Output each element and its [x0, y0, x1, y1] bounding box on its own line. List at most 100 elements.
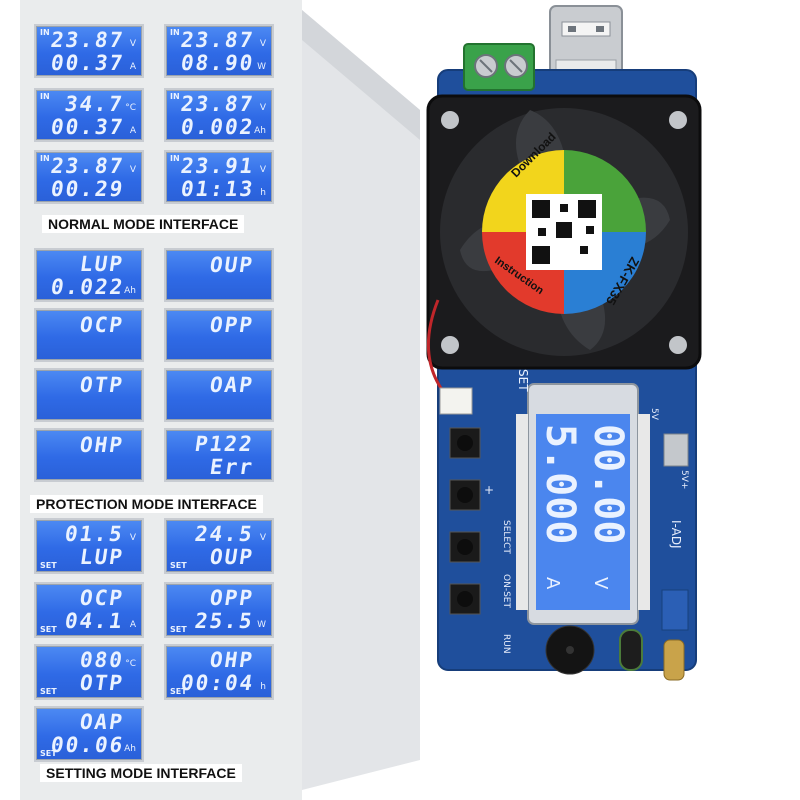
lcd-line2: LUP: [78, 545, 126, 569]
lcd-line2: OTP: [78, 671, 126, 695]
lcd-line1: OPP: [208, 586, 256, 610]
lcd-line1: OCP: [78, 586, 126, 610]
lcd-line2: 01:13: [179, 177, 256, 201]
protection-mode-label: PROTECTION MODE INTERFACE: [30, 495, 263, 513]
lcd-in-tag: IN: [170, 154, 180, 163]
device-lcd-line1: 00.00: [585, 424, 631, 544]
silk-select: SELECT: [501, 520, 511, 554]
lcd-unit1: V: [259, 165, 266, 175]
silk-5v-plus: 5V+: [679, 470, 689, 489]
tactile-buttons: [449, 427, 481, 615]
lcd-line2: 08.90: [179, 51, 256, 75]
lcd-line2: 00:04: [179, 671, 256, 695]
device-lcd-unit1: V: [590, 577, 611, 590]
pot-knob: [663, 639, 685, 681]
lcd-line1: LUP: [78, 252, 126, 276]
lcd-in-tag: IN: [170, 92, 180, 101]
lcd-set-tag: SET: [170, 687, 187, 696]
lcd-line1: OTP: [78, 373, 126, 397]
lcd-unit2: h: [260, 682, 266, 692]
lcd-line2: 0.002: [179, 115, 256, 139]
setting-lcd-5: SET 080°C OTP: [34, 644, 144, 700]
lcd-unit2: Ah: [124, 744, 136, 754]
protection-lcd-6: OAP: [164, 368, 274, 422]
lcd-line1: OPP: [208, 313, 256, 337]
screw-terminal-icon: [463, 43, 535, 91]
lcd-unit1: V: [259, 39, 266, 49]
lcd-line1: OUP: [208, 253, 256, 277]
lcd-unit2: A: [129, 126, 136, 136]
lcd-line1: OHP: [208, 648, 256, 672]
protection-lcd-7: OHP: [34, 428, 144, 482]
lcd-in-tag: IN: [40, 154, 50, 163]
protection-lcd-5: OTP: [34, 368, 144, 422]
lcd-line2: 00.29: [49, 177, 126, 201]
device-lcd-unit2: A: [542, 577, 563, 590]
lcd-line1: 23.87: [49, 28, 126, 52]
lcd-set-tag: SET: [40, 687, 57, 696]
lcd-line1: P122: [193, 432, 256, 456]
silk-run: RUN: [501, 634, 511, 654]
lcd-line2: 04.1: [63, 609, 126, 633]
silk-on-set: ON-SET: [501, 574, 511, 608]
lcd-line2: 00.06: [49, 733, 126, 757]
protection-lcd-3: OCP: [34, 308, 144, 362]
lcd-unit1: °C: [125, 103, 136, 113]
device-lcd-line2: 5.000: [537, 424, 583, 544]
lcd-set-tag: SET: [170, 625, 187, 634]
potentiometer-icon: [661, 589, 689, 631]
lcd-line1: OCP: [78, 313, 126, 337]
protection-lcd-2: OUP: [164, 248, 274, 302]
lcd-line2: 00.37: [49, 115, 126, 139]
electronic-load-device: Download Instruction ZK-FX35 00.00 V 5.0…: [426, 5, 702, 681]
lcd-unit1: °C: [125, 659, 136, 669]
device-lcd-screen: [516, 383, 650, 625]
lcd-unit1: V: [129, 165, 136, 175]
lcd-set-tag: SET: [40, 625, 57, 634]
lcd-unit2: Ah: [254, 126, 266, 136]
lcd-line1: 23.87: [179, 92, 256, 116]
capacitor-icon: [619, 629, 643, 671]
lcd-line2: 25.5: [193, 609, 256, 633]
lcd-line2: 0.022: [49, 275, 126, 299]
lcd-unit1: V: [259, 103, 266, 113]
lcd-unit1: V: [259, 533, 266, 543]
lcd-line1: OAP: [208, 373, 256, 397]
lcd-unit2: W: [257, 620, 266, 630]
lcd-in-tag: IN: [40, 28, 50, 37]
lcd-line1: 080: [78, 648, 126, 672]
lcd-line1: OAP: [78, 710, 126, 734]
lcd-set-tag: SET: [170, 561, 187, 570]
cooling-fan-icon: [426, 94, 702, 370]
lcd-line2: Err: [208, 455, 256, 479]
micro-usb-port: [663, 433, 689, 467]
lcd-unit2: A: [129, 620, 136, 630]
lcd-unit2: W: [257, 62, 266, 72]
silk-5v: 5V: [649, 408, 659, 421]
lcd-line1: 23.87: [49, 154, 126, 178]
silk-plus: +: [484, 483, 494, 497]
lcd-unit2: Ah: [124, 286, 136, 296]
lcd-set-tag: SET: [40, 749, 57, 758]
lcd-line1: 24.5: [193, 522, 256, 546]
lcd-unit2: A: [129, 62, 136, 72]
lcd-line2: 00.37: [49, 51, 126, 75]
lcd-line1: 01.5: [63, 522, 126, 546]
lcd-unit1: V: [129, 39, 136, 49]
normal-mode-label: NORMAL MODE INTERFACE: [42, 215, 245, 233]
lcd-set-tag: SET: [40, 561, 57, 570]
